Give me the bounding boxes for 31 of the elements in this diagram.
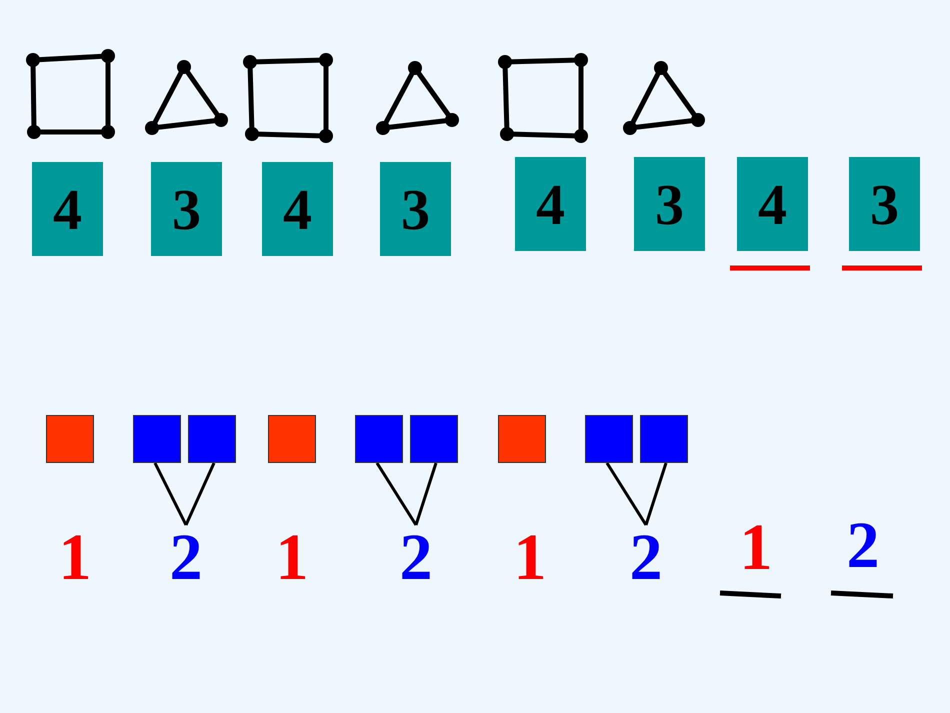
square-block <box>46 415 94 463</box>
square-block <box>355 415 403 463</box>
number-text: 1 <box>738 515 774 581</box>
square-block <box>585 415 633 463</box>
number-text: 2 <box>620 525 672 587</box>
square-block <box>410 415 458 463</box>
connector-line <box>184 462 216 526</box>
number-text: 1 <box>58 525 92 591</box>
number-card: 3 <box>151 162 222 256</box>
square-block <box>640 415 688 463</box>
connector-line <box>644 462 668 526</box>
square-block <box>268 415 316 463</box>
square-block <box>498 415 546 463</box>
number-card: 4 <box>32 162 103 256</box>
connector-line <box>154 462 188 526</box>
number-card: 4 <box>262 162 333 256</box>
number-card: 4 <box>737 157 808 251</box>
connector-line <box>376 462 418 526</box>
number-text: 1 <box>512 525 548 591</box>
number-text: 2 <box>846 513 880 579</box>
number-text: 2 <box>160 525 212 587</box>
connector-line <box>414 462 438 526</box>
square-block <box>188 415 236 463</box>
number-text: 2 <box>390 525 442 587</box>
number-text: 1 <box>274 525 310 591</box>
number-card: 3 <box>634 157 705 251</box>
square-block <box>133 415 181 463</box>
connector-line <box>606 462 648 526</box>
number-card: 4 <box>515 157 586 251</box>
number-card: 3 <box>849 157 920 251</box>
number-card: 3 <box>380 162 451 256</box>
